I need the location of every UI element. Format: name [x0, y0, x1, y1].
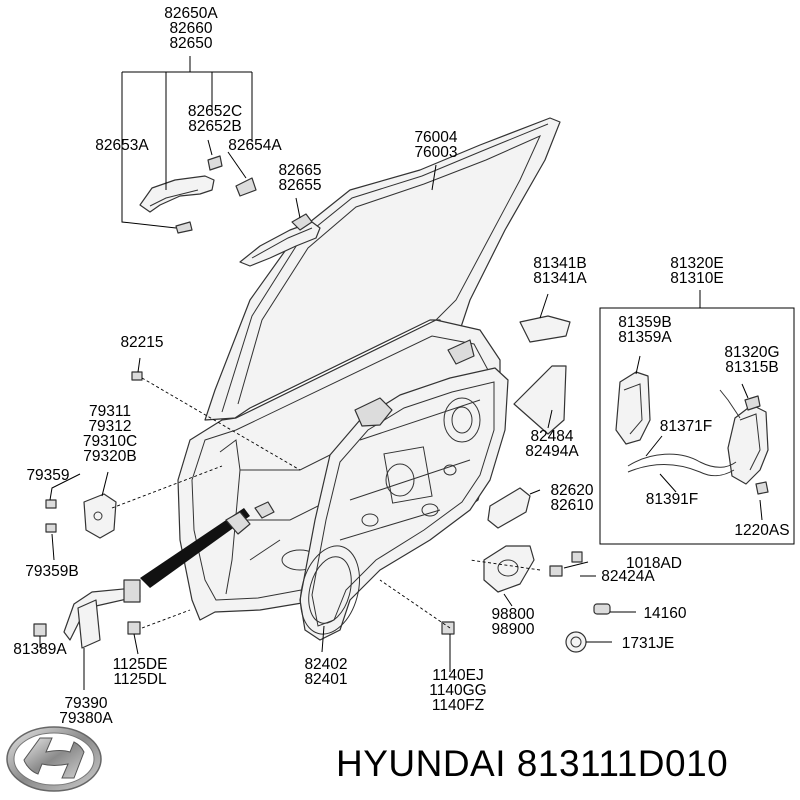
callout-line: 81315B	[725, 359, 778, 376]
callout-line: 81359B	[618, 314, 671, 331]
callout-line: 79320B	[83, 448, 136, 465]
callout-c3: 82653A	[95, 137, 149, 154]
callout-line: 82610	[550, 497, 593, 514]
callout-line: 1125DE	[113, 656, 168, 673]
callout-c23: 14160	[643, 605, 686, 622]
door-lock-assembly	[615, 371, 769, 495]
door-hinge-upper	[83, 493, 117, 539]
callout-c24: 1731JE	[622, 635, 675, 652]
callout-c13: 79359	[26, 467, 69, 484]
callout-c20: 1018AD	[626, 555, 682, 572]
callout-line: 82215	[120, 334, 163, 351]
callout-line: 76003	[414, 144, 457, 161]
callout-line: 81391F	[646, 491, 699, 508]
callout-line: 82652B	[188, 118, 241, 135]
door-module-panel	[299, 339, 509, 641]
callout-line: 79311	[89, 403, 131, 420]
callout-line: 1220AS	[734, 522, 789, 539]
callout-line: 79312	[88, 418, 131, 435]
callout-line: 81320G	[724, 344, 779, 361]
callout-c21: 82424A	[601, 568, 655, 585]
lock-group-box	[599, 307, 795, 545]
grommet-1731je	[565, 631, 587, 653]
callout-line: 79380A	[59, 710, 113, 727]
inner-handle-trim	[487, 487, 531, 529]
callout-c15: 81371F	[660, 418, 713, 435]
callout-line: 82424A	[601, 568, 655, 585]
callout-line: 81320E	[670, 255, 723, 272]
callout-line: 98800	[491, 606, 534, 623]
callout-c18: 1220AS	[734, 522, 789, 539]
callout-line: 82665	[278, 162, 321, 179]
callout-line: 82652C	[188, 103, 242, 120]
callout-line: 14160	[643, 605, 686, 622]
callout-line: 82650	[169, 35, 212, 52]
outside-handle	[139, 155, 257, 234]
callout-c16: 81391F	[646, 491, 699, 508]
callout-line: 79359B	[25, 563, 78, 580]
callout-line: 1018AD	[626, 555, 682, 572]
callout-line: 1140EJ	[432, 667, 483, 684]
plug-14160	[593, 603, 611, 615]
inside-handle	[239, 213, 321, 267]
footer-brand-part-number: HYUNDAI 813111D010	[336, 743, 729, 784]
callout-line: 81389A	[13, 641, 67, 658]
callout-line: 81310E	[670, 270, 723, 287]
leader-lines	[39, 56, 763, 690]
callout-line: 82660	[169, 20, 212, 37]
callout-line: 76004	[414, 129, 457, 146]
callout-line: 81359A	[618, 329, 672, 346]
window-regulator-motor	[483, 545, 535, 593]
callout-line: 79359	[26, 467, 69, 484]
callout-line: 1731JE	[622, 635, 675, 652]
callout-line: 1140FZ	[432, 697, 484, 714]
callout-line: 82484	[530, 428, 573, 445]
callout-line: 81341A	[533, 270, 587, 287]
callout-line: 82401	[304, 671, 347, 688]
callout-c11: 82215	[120, 334, 163, 351]
callout-line: 82494A	[525, 443, 579, 460]
callout-line: 81341B	[533, 255, 586, 272]
hyundai-logo-icon	[6, 726, 102, 792]
callout-line: 82650A	[164, 5, 218, 22]
callout-line: 79310C	[83, 433, 137, 450]
callout-c25: 81389A	[13, 641, 67, 658]
callout-c4: 82654A	[228, 137, 282, 154]
door-checker	[63, 579, 141, 649]
callout-line: 82655	[278, 177, 321, 194]
callout-line: 79390	[64, 695, 107, 712]
callout-c19: 79359B	[25, 563, 78, 580]
callout-line: 1125DL	[113, 671, 167, 688]
callout-line: 81371F	[660, 418, 713, 435]
callout-line: 82654A	[228, 137, 282, 154]
callout-line: 82653A	[95, 137, 149, 154]
callout-line: 98900	[491, 621, 534, 638]
door-bracket	[513, 315, 571, 435]
callout-line: 82402	[304, 656, 347, 673]
callout-line: 1140GG	[429, 682, 486, 699]
callout-line: 82620	[550, 482, 593, 499]
